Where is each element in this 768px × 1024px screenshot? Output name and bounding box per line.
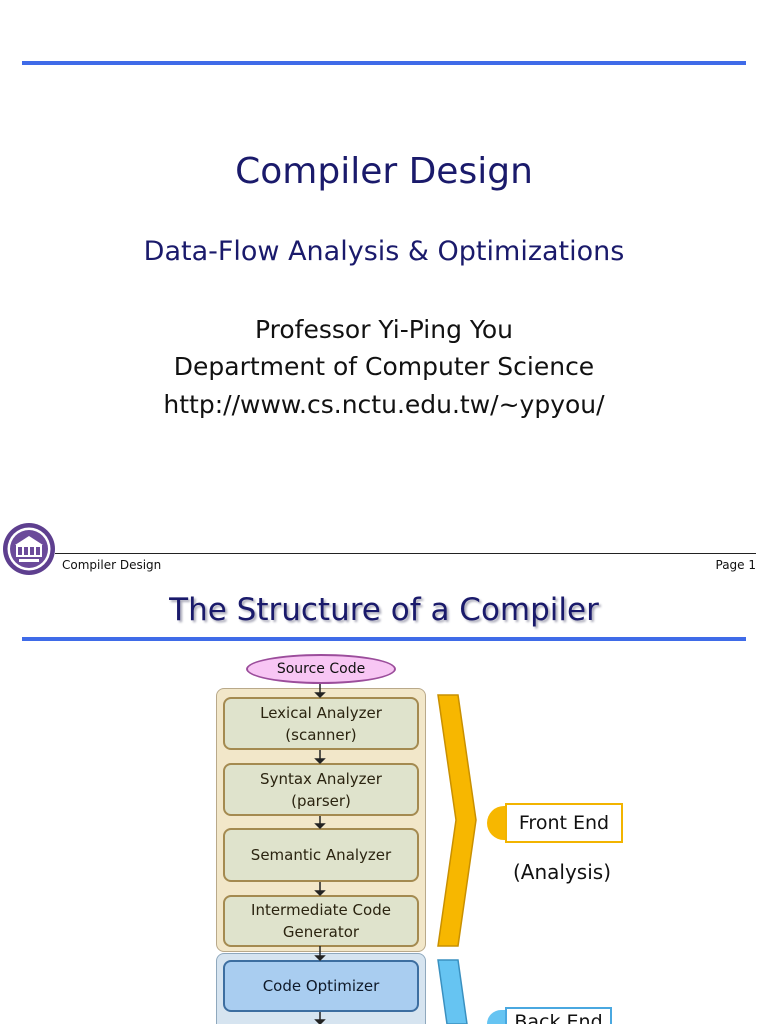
slide-title: The Structure of a Compiler: [169, 592, 599, 628]
front-end-tag-cap: [487, 806, 509, 840]
phase-lexical-analyzer: Lexical Analyzer (scanner): [223, 697, 419, 750]
front-end-label: Front End: [505, 803, 623, 843]
footer-rule: [55, 553, 756, 554]
phase-semantic-analyzer: Semantic Analyzer: [223, 828, 419, 882]
phase-intermediate-code-generator: Intermediate Code Generator: [223, 895, 419, 947]
back-end-chevron: [437, 959, 468, 1024]
phase-syntax-analyzer: Syntax Analyzer (parser): [223, 763, 419, 816]
deck-title: Compiler Design: [235, 151, 533, 192]
back-end-tag-cap: [487, 1010, 509, 1024]
author-name: Professor Yi-Ping You: [255, 315, 513, 344]
phase-code-optimizer: Code Optimizer: [223, 960, 419, 1012]
deck-subtitle: Data-Flow Analysis & Optimizations: [143, 236, 625, 267]
footer-page-number: Page 1: [715, 558, 757, 572]
title-slide-top-rule: [22, 61, 746, 65]
author-url-link[interactable]: http://www.cs.nctu.edu.tw/~ypyou/: [163, 390, 605, 419]
back-end-label: Back End: [505, 1007, 612, 1024]
author-department: Department of Computer Science: [173, 352, 595, 381]
slide-title-rule: [22, 637, 746, 641]
source-code-node: Source Code: [246, 654, 396, 684]
university-seal-icon: [3, 521, 57, 577]
front-end-chevron: [437, 694, 477, 947]
front-end-caption: (Analysis): [513, 860, 612, 884]
footer-course-title: Compiler Design: [62, 558, 162, 572]
